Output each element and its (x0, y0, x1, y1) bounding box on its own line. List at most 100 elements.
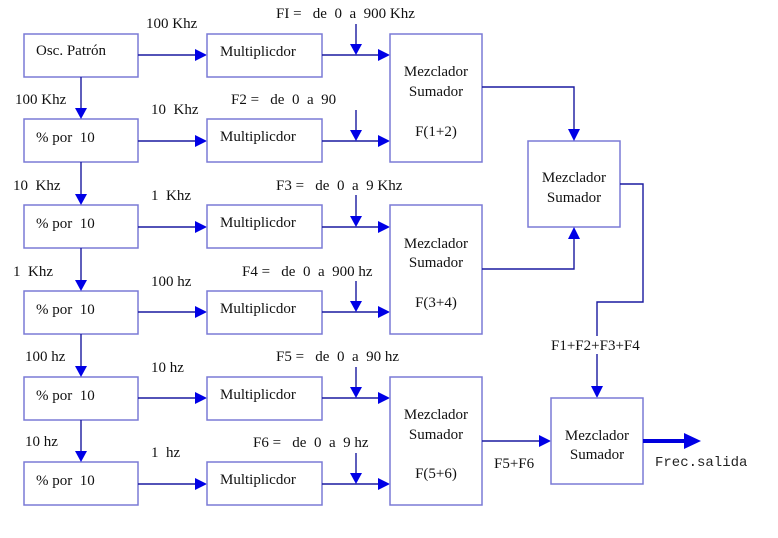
feed-wires (138, 49, 207, 490)
feed-label: 10 hz (151, 360, 184, 376)
mixer-label-line1: Mezclador (542, 170, 606, 186)
mixer-label-line2: Sumador (409, 255, 463, 271)
label-mask (548, 336, 654, 354)
output-label: Frec.salida (655, 455, 747, 471)
oscillator-block: Osc. Patrón (23, 33, 139, 78)
arrow-right-icon (195, 49, 207, 61)
multiplier-box (206, 290, 323, 335)
divider-block-4: % por 10 (23, 376, 139, 421)
divider-box (23, 118, 139, 163)
arrow-down-icon (350, 216, 362, 227)
feed-label: 10 Khz (151, 102, 199, 118)
divider-label: % por 10 (36, 302, 95, 318)
multiplier-label: Multiplicdor (220, 472, 296, 488)
mixer-f56: Mezclador Sumador F(5+6) (389, 376, 483, 506)
feed-label: 1 hz (151, 445, 181, 461)
wire-f12-to-stage2 (482, 86, 575, 131)
sum-label-f1234: F1+F2+F3+F4 (551, 338, 640, 354)
oscillator-box (23, 33, 139, 78)
arrow-right-icon (378, 392, 390, 404)
divider-label: % por 10 (36, 473, 95, 489)
arrow-right-icon (378, 49, 390, 61)
arrow-right-icon (378, 306, 390, 318)
arrow-right-icon (378, 135, 390, 147)
multiplier-box (206, 33, 323, 78)
arrow-right-icon (195, 392, 207, 404)
mixer-sub-label: F(5+6) (415, 466, 457, 482)
mixer-label-line1: Mezclador (404, 407, 468, 423)
divider-box (23, 461, 139, 506)
divider-label: % por 10 (36, 388, 95, 404)
sum-label-f56: F5+F6 (494, 456, 535, 472)
multiplier-block-2: Multiplicdor (206, 118, 323, 163)
feed-label: 1 Khz (151, 188, 191, 204)
oscillator-label: Osc. Patrón (36, 43, 106, 59)
arrow-right-icon (378, 221, 390, 233)
mixer-sub-label: F(3+4) (415, 295, 457, 311)
multiplier-block-1: Multiplicdor (206, 33, 323, 78)
mixer-label-line2: Sumador (409, 84, 463, 100)
range-label: F4 = de 0 a 900 hz (242, 264, 373, 280)
wire-stage2-to-final (596, 183, 644, 388)
multiplier-block-4: Multiplicdor (206, 290, 323, 335)
arrow-right-icon (195, 478, 207, 490)
mixer-final: Mezclador Sumador (550, 397, 644, 485)
multiplier-label: Multiplicdor (220, 44, 296, 60)
arrow-right-icon (195, 221, 207, 233)
mixer-box (389, 204, 483, 335)
arrow-down-icon (75, 366, 87, 377)
arrow-right-icon (195, 135, 207, 147)
mixer-input-wires (322, 24, 390, 490)
range-label: F6 = de 0 a 9 hz (253, 435, 369, 451)
arrow-down-icon (75, 451, 87, 462)
arrow-down-icon (568, 129, 580, 141)
mixer-f34: Mezclador Sumador F(3+4) (389, 204, 483, 335)
arrow-down-icon (350, 387, 362, 398)
divider-block-2: % por 10 (23, 204, 139, 249)
range-label: F5 = de 0 a 90 hz (276, 349, 399, 365)
divider-block-3: % por 10 (23, 290, 139, 335)
mixer-label-line1: Mezclador (404, 236, 468, 252)
arrow-down-icon (350, 301, 362, 312)
multiplier-box (206, 461, 323, 506)
arrow-up-icon (568, 227, 580, 239)
range-label: F2 = de 0 a 90 (231, 92, 336, 108)
arrow-down-icon (350, 130, 362, 141)
feed-label: 100 Khz (146, 16, 198, 32)
feed-label: 100 hz (151, 274, 192, 290)
mixer-f12: Mezclador Sumador F(1+2) (389, 33, 483, 163)
divider-block-5: % por 10 (23, 461, 139, 506)
arrow-right-icon (684, 433, 701, 449)
multiplier-block-6: Multiplicdor (206, 461, 323, 506)
wire-f34-to-stage2 (482, 237, 575, 270)
divider-block-1: % por 10 (23, 118, 139, 163)
mixer-sub-label: F(1+2) (415, 124, 457, 140)
divider-label: % por 10 (36, 216, 95, 232)
range-label: F3 = de 0 a 9 Khz (276, 178, 403, 194)
mixer-label-line2: Sumador (570, 447, 624, 463)
divider-label: % por 10 (36, 130, 95, 146)
arrow-right-icon (195, 306, 207, 318)
range-label: FI = de 0 a 900 Khz (276, 6, 415, 22)
divider-chain (75, 77, 87, 462)
arrow-right-icon (539, 435, 551, 447)
chain-label: 10 Khz (13, 178, 61, 194)
mixer-label-line2: Sumador (547, 190, 601, 206)
mixer-label-line1: Mezclador (404, 64, 468, 80)
chain-label: 100 hz (25, 349, 66, 365)
arrow-down-icon (75, 194, 87, 205)
multiplier-label: Multiplicdor (220, 129, 296, 145)
multiplier-block-5: Multiplicdor (206, 376, 323, 421)
mixer-stage2: Mezclador Sumador (527, 140, 621, 228)
multiplier-block-3: Multiplicdor (206, 204, 323, 249)
arrow-right-icon (378, 478, 390, 490)
chain-label: 10 hz (25, 434, 58, 450)
arrow-down-icon (350, 44, 362, 55)
multiplier-label: Multiplicdor (220, 387, 296, 403)
mixer-box (389, 376, 483, 506)
arrow-down-icon (350, 473, 362, 484)
arrow-down-icon (75, 280, 87, 291)
chain-label: 100 Khz (15, 92, 67, 108)
multiplier-label: Multiplicdor (220, 301, 296, 317)
